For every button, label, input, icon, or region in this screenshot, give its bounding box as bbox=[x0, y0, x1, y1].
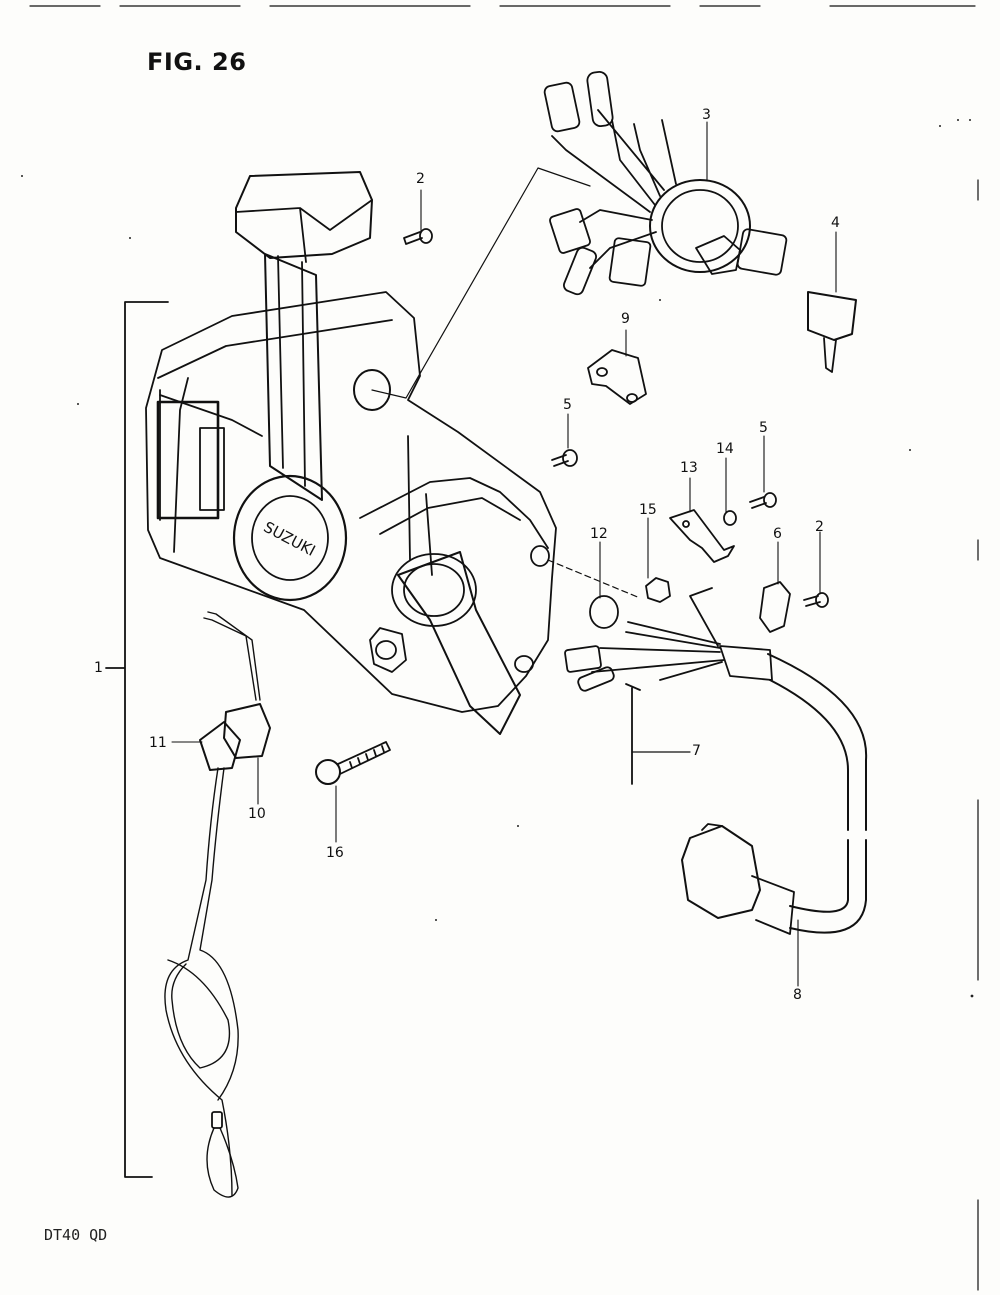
bracket bbox=[669, 509, 735, 563]
callout-3: 3 bbox=[702, 107, 711, 123]
callout-9: 9 bbox=[621, 311, 630, 327]
callout-7: 7 bbox=[692, 743, 701, 759]
ignition-switch bbox=[543, 71, 788, 296]
callout-12: 12 bbox=[590, 526, 608, 542]
callout-15: 15 bbox=[639, 502, 657, 518]
scan-border bbox=[29, 5, 979, 1291]
long-screw bbox=[315, 741, 391, 785]
callout-6: 6 bbox=[773, 526, 782, 542]
cord bbox=[625, 683, 641, 785]
callout-10: 10 bbox=[248, 806, 266, 822]
nut bbox=[645, 577, 671, 603]
grommet bbox=[589, 595, 619, 629]
wire-harness bbox=[564, 587, 868, 935]
callout-5a: 5 bbox=[563, 397, 572, 413]
callout-5b: 5 bbox=[759, 420, 768, 436]
key bbox=[807, 291, 857, 373]
callout-8: 8 bbox=[793, 987, 802, 1003]
callout-2a: 2 bbox=[416, 171, 425, 187]
item-1-bracket bbox=[105, 301, 169, 1178]
brand-lettering: SUZUKI bbox=[261, 518, 319, 560]
callout-leaders bbox=[171, 121, 837, 987]
cable-clamp bbox=[759, 581, 791, 633]
callout-13: 13 bbox=[680, 460, 698, 476]
remote-control-box bbox=[145, 171, 557, 735]
callout-14: 14 bbox=[716, 441, 734, 457]
stop-switch bbox=[164, 611, 271, 1198]
model-code: DT40 QD bbox=[44, 1226, 108, 1244]
screws bbox=[403, 228, 829, 608]
callout-16: 16 bbox=[326, 845, 344, 861]
callout-1: 1 bbox=[94, 660, 103, 676]
clamp bbox=[587, 349, 647, 405]
callout-4: 4 bbox=[831, 215, 840, 231]
figure-title: FIG. 26 bbox=[147, 48, 247, 76]
callout-2b: 2 bbox=[815, 519, 824, 535]
scan-specks bbox=[21, 119, 974, 998]
callout-11: 11 bbox=[149, 735, 167, 751]
washer bbox=[723, 510, 737, 526]
